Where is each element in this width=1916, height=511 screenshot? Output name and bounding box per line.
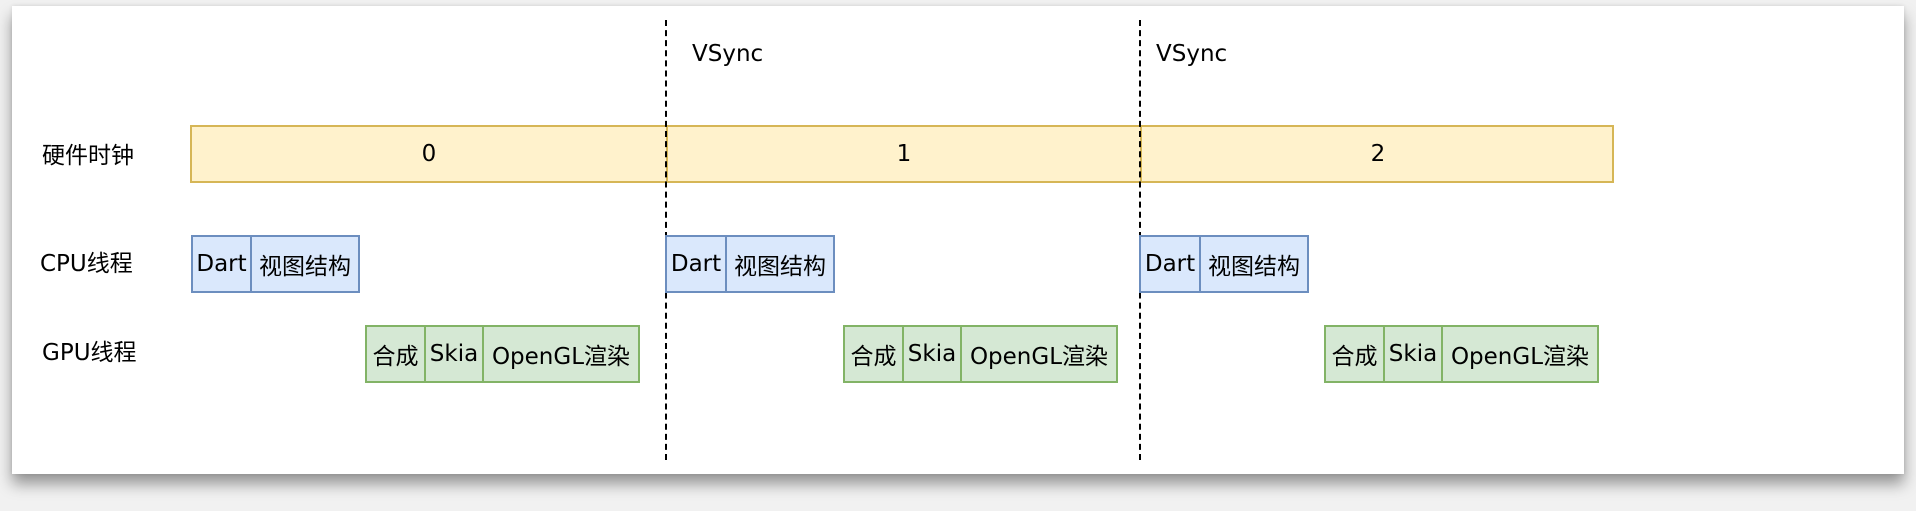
cpu-task-view: 视图结构: [1199, 235, 1309, 293]
vsync-label: VSync: [692, 41, 764, 67]
gpu-task-skia: Skia: [1383, 325, 1443, 383]
clock-segment: 1: [666, 127, 1140, 181]
cpu-task-dart: Dart: [1139, 235, 1201, 293]
gpu-task-render: OpenGL渲染: [960, 325, 1118, 383]
cpu-task-view: 视图结构: [725, 235, 835, 293]
clock-segment: 2: [1140, 127, 1614, 181]
cpu-task-dart: Dart: [665, 235, 727, 293]
clock-segment: 0: [421, 141, 437, 167]
row-label-cpu: CPU线程: [40, 251, 133, 277]
diagram-canvas: 硬件时钟 CPU线程 GPU线程 0 1 2 VSync VSync Dart …: [12, 6, 1904, 474]
cpu-task-dart: Dart: [191, 235, 252, 293]
clock-bar: 0 1 2: [190, 125, 1614, 183]
row-label-gpu: GPU线程: [42, 340, 137, 366]
gpu-task-skia: Skia: [902, 325, 962, 383]
gpu-task-render: OpenGL渲染: [482, 325, 640, 383]
cpu-task-view: 视图结构: [250, 235, 360, 293]
gpu-task-compose: 合成: [365, 325, 426, 383]
gpu-task-skia: Skia: [424, 325, 484, 383]
gpu-task-render: OpenGL渲染: [1441, 325, 1599, 383]
gpu-task-compose: 合成: [1324, 325, 1385, 383]
row-label-clock: 硬件时钟: [42, 143, 134, 169]
vsync-label: VSync: [1156, 41, 1228, 67]
gpu-task-compose: 合成: [843, 325, 904, 383]
